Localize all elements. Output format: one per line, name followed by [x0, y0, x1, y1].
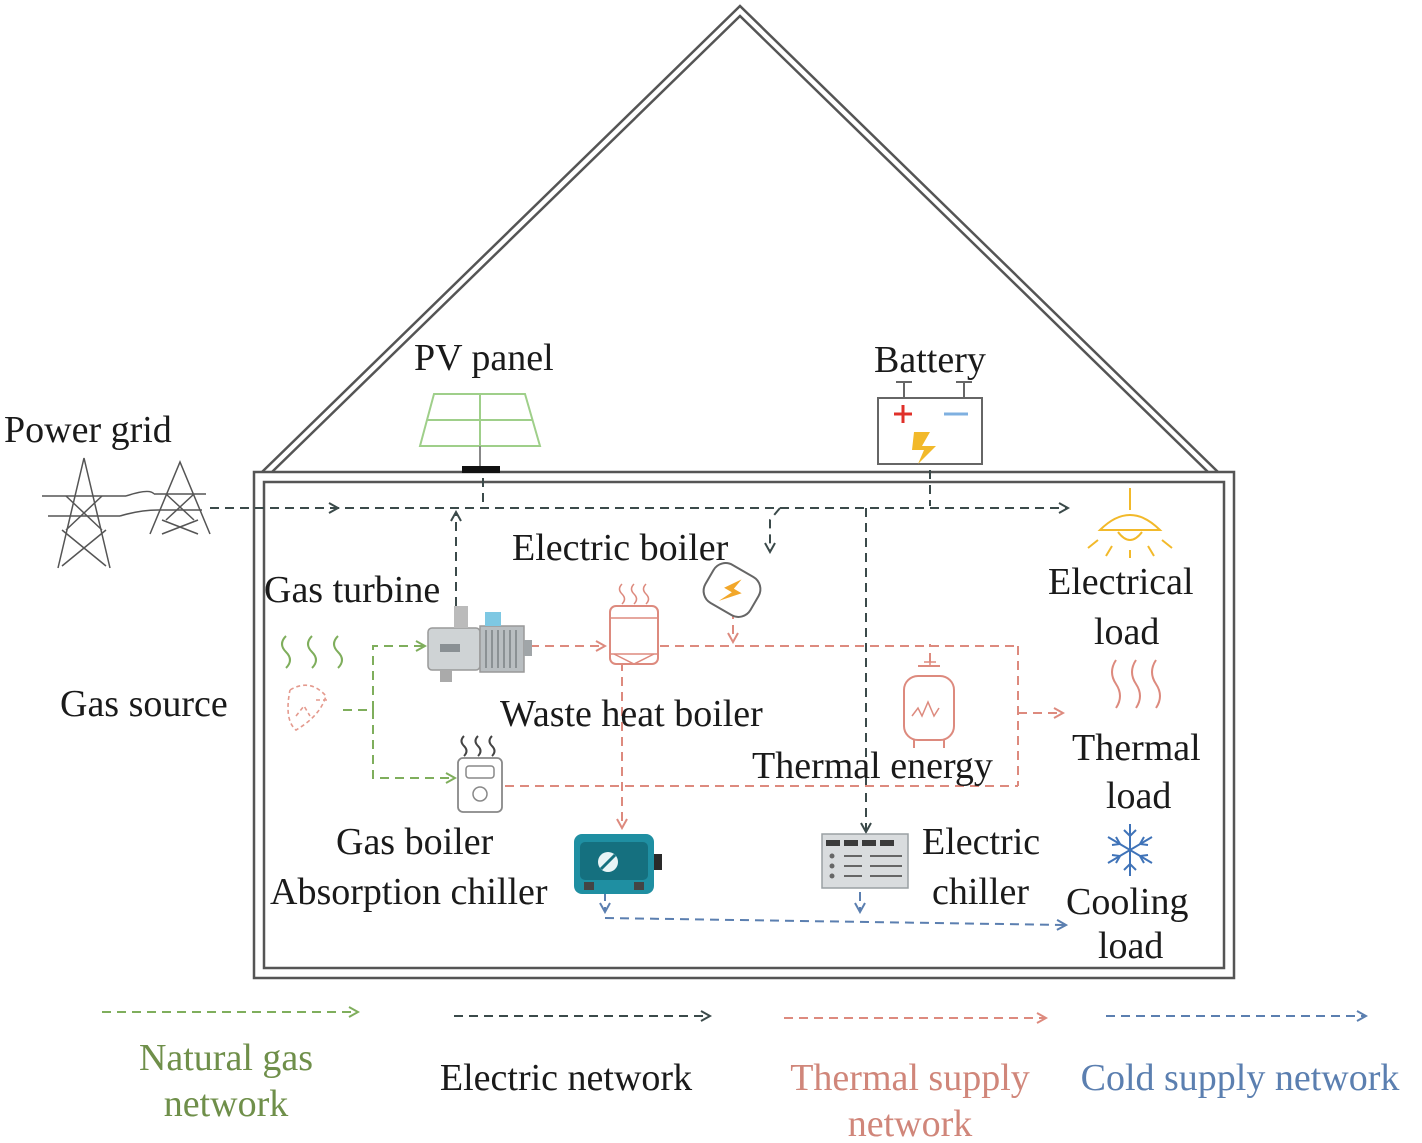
solar-panel-icon	[418, 393, 542, 473]
electric-chiller-label-line2: chiller	[932, 871, 1029, 913]
legend-cold-label: Cold supply network	[1081, 1057, 1400, 1099]
gas-boiler-icon	[457, 735, 503, 813]
cold-supply-lines	[605, 892, 1066, 925]
thermal-load-label-line1: Thermal	[1072, 727, 1201, 769]
electric-chiller-label-line1: Electric	[922, 821, 1040, 863]
electric-network-lines	[210, 470, 1068, 832]
legend-natural-gas-label-line2: network	[164, 1083, 289, 1125]
legend-thermal: Thermal supply network	[784, 1018, 1046, 1143]
transmission-tower-icon	[42, 457, 211, 569]
waste-heat-boiler-icon	[609, 583, 659, 665]
gas-boiler-label: Gas boiler	[336, 821, 494, 863]
thermal-load-label-line2: load	[1106, 775, 1171, 817]
absorption-chiller-icon	[574, 834, 662, 894]
legend-thermal-label-line1: Thermal supply	[790, 1057, 1030, 1099]
waste-heat-boiler-label: Waste heat boiler	[500, 693, 763, 735]
legend-natural-gas-label-line1: Natural gas	[139, 1037, 313, 1079]
electric-boiler-icon	[702, 562, 762, 618]
cooling-load-label-line2: load	[1098, 925, 1163, 967]
electric-boiler-label: Electric boiler	[512, 527, 729, 569]
gas-turbine-icon	[427, 606, 532, 682]
natural-gas-lines	[343, 646, 455, 778]
battery-icon	[877, 381, 983, 465]
legend-cold: Cold supply network	[1081, 1016, 1400, 1099]
legend: Natural gas network Electric network The…	[102, 1012, 1399, 1143]
lamp-icon	[1087, 488, 1173, 558]
electrical-load-label-line2: load	[1094, 611, 1159, 653]
legend-natural-gas: Natural gas network	[102, 1012, 358, 1125]
absorption-chiller-label: Absorption chiller	[270, 871, 548, 913]
cooling-load-label-line1: Cooling	[1066, 881, 1188, 923]
heat-waves-icon	[1111, 659, 1161, 709]
electrical-load-label-line1: Electrical	[1048, 561, 1194, 603]
gas-turbine-label: Gas turbine	[264, 569, 440, 611]
pv-panel-label: PV panel	[414, 337, 554, 379]
electric-chiller-icon	[821, 833, 909, 889]
thermal-energy-label: Thermal energy	[752, 745, 993, 787]
battery-label: Battery	[874, 339, 986, 381]
legend-thermal-label-line2: network	[848, 1103, 973, 1143]
snowflake-icon	[1107, 824, 1153, 876]
legend-electric: Electric network	[440, 1016, 710, 1099]
gas-flame-icon	[281, 635, 343, 731]
component-labels: Power grid PV panel Battery Electric boi…	[4, 337, 1201, 967]
gas-source-label: Gas source	[60, 683, 228, 725]
legend-electric-label: Electric network	[440, 1057, 692, 1099]
thermal-storage-tank-icon	[903, 656, 955, 748]
house-outline	[252, 4, 1236, 980]
power-grid-label: Power grid	[4, 409, 172, 451]
